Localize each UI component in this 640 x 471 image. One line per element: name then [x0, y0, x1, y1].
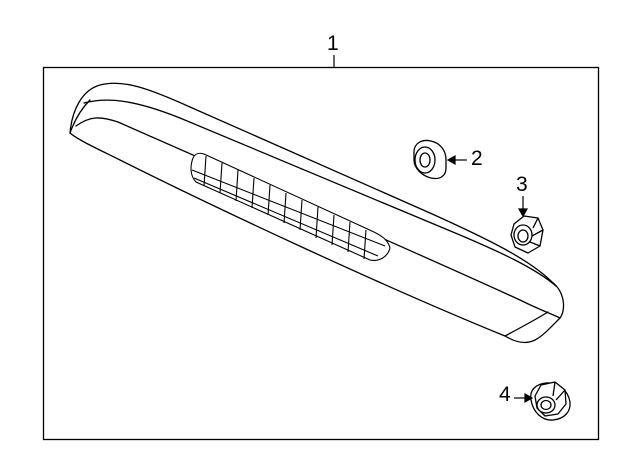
callout-3-arrow — [517, 196, 529, 218]
callout-4-arrow — [514, 392, 534, 404]
callout-label-1: 1 — [327, 32, 339, 55]
callout-label-4: 4 — [499, 383, 511, 406]
flange-nut-part-4 — [530, 381, 571, 421]
callout-2-arrow — [446, 154, 467, 166]
grommet-part-2 — [413, 139, 447, 180]
callout-label-2: 2 — [471, 147, 483, 170]
hex-nut-part-3 — [510, 215, 544, 254]
callout-label-3: 3 — [516, 173, 528, 196]
diagram-frame — [42, 66, 600, 441]
lamp-lens-grid — [190, 152, 391, 261]
